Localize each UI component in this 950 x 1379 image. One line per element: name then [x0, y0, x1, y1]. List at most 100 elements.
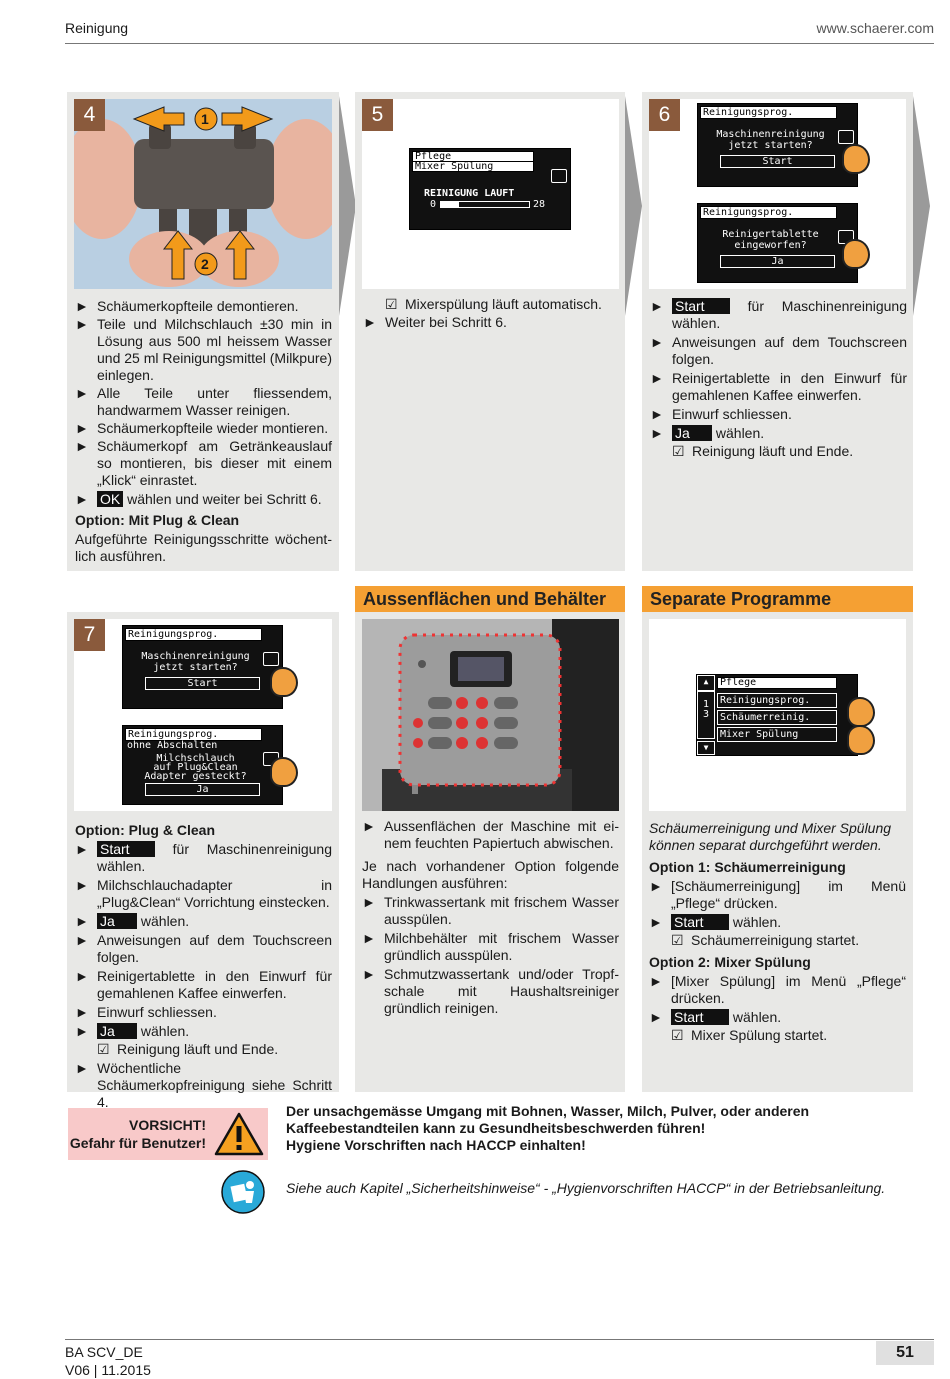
lcd-title: Pflege [717, 677, 837, 689]
lcd-start-button[interactable]: Start [145, 677, 260, 690]
lcd-screen-start: Reinigungsprog. Maschinenreinigung jetzt… [697, 103, 858, 187]
aussen-panel: ►Aussenflächen der Maschine mit ei­nem f… [355, 612, 625, 1092]
menu-item-reinigungsprog[interactable]: Reinigungsprog. [717, 693, 837, 708]
list-item: ►Schäumerkopf am Getränkeauslauf so mont… [75, 438, 332, 488]
progress-end: 28 [533, 199, 546, 210]
menu-item-mixer-spuelung[interactable]: Mixer Spülung [717, 727, 837, 742]
menu-list: Reinigungsprog. Schäumerreinig. Mixer Sp… [715, 691, 839, 744]
lcd-line: Maschinenreinigung [141, 651, 250, 662]
finger-icon [847, 697, 875, 727]
start-button-chip: Start [672, 298, 730, 314]
warning-subtitle: Gefahr für Benutzer! [69, 1135, 206, 1151]
progress-bar [440, 201, 530, 208]
header-section: Reinigung [65, 20, 129, 36]
ja-button-chip: Ja [97, 1023, 137, 1039]
header-divider [65, 43, 934, 44]
option-title: Option: Mit Plug & Clean [75, 512, 240, 528]
scroll-up-icon[interactable]: ▲ [697, 675, 715, 691]
finger-icon [847, 725, 875, 755]
list-item: ►Teile und Milchschlauch ±30 min in Lösu… [75, 316, 332, 383]
list-item: ►Trinkwassertank mit frischem Wasser aus… [362, 894, 619, 927]
separate-intro: Schäumerreinigung und Mixer Spülung könn… [649, 820, 892, 853]
step-4-panel: 4 1 2 ►Schäumerkopfteile demontieren. ►T… [67, 92, 339, 571]
lcd-subtitle: ohne Abschalten [127, 740, 218, 751]
menu-header: ▲ Pflege [697, 675, 857, 691]
list-item: ►Start wählen. [649, 914, 782, 930]
step-4-text: ►Schäumerkopfteile demontieren. ►Teile u… [75, 298, 332, 565]
lcd-line: Maschinenreinigung [716, 129, 825, 140]
lcd-status: REINIGUNG LAUFT [424, 188, 515, 199]
finger-icon [270, 667, 298, 697]
lcd-ja-button[interactable]: Ja [720, 255, 835, 268]
start-button-chip: Start [97, 841, 155, 857]
warning-text-line: Der unsachgemässe Umgang mit Bohnen, Was… [286, 1103, 810, 1136]
flow-arrow [339, 96, 356, 316]
lcd-line: Milchschlauch [156, 753, 235, 764]
menu-item-schaeumerreinigung[interactable]: Schäumerreinig. [717, 710, 837, 725]
step-5-panel: 5 Pflege Mixer Spülung REINIGUNG LAUFT 0… [355, 92, 625, 571]
step-5-image: 5 Pflege Mixer Spülung REINIGUNG LAUFT 0… [362, 99, 619, 289]
list-item: ►Aussenflächen der Maschine mit ei­nem f… [362, 818, 619, 851]
step-6-image: 6 Reinigungsprog. Maschinenreinigung jet… [649, 99, 906, 289]
list-item: ►Start wählen. [649, 1009, 782, 1025]
lcd-ja-button[interactable]: Ja [145, 783, 260, 796]
list-item: ►Reinigertablette in den Einwurf für ge­… [75, 968, 332, 1001]
header-website[interactable]: www.schaerer.com [816, 20, 934, 36]
finger-icon [842, 239, 870, 269]
flow-arrow [625, 96, 642, 316]
flow-arrow [913, 96, 930, 316]
finger-icon [842, 144, 870, 174]
lcd-title: Reinigungsprog. [125, 728, 262, 741]
coffee-machine-illustration [362, 619, 619, 811]
list-item: ►Schäumerkopfteile demontieren. [75, 298, 299, 314]
list-item: ►Wöchentliche Schäumerkopfreinigung sieh… [75, 1060, 332, 1110]
footer-document: BA SCV_DE [65, 1344, 143, 1360]
footer-version: V06 | 11.2015 [65, 1362, 151, 1378]
list-item: ►Milchschlauchadapter in „Plug&Clean“ Vo… [75, 877, 332, 910]
lcd-start-button[interactable]: Start [720, 155, 835, 168]
frother-head-illustration [74, 99, 332, 289]
step-5-text: ☑Mixerspülung läuft automatisch. ►Weiter… [363, 296, 620, 332]
warning-box: VORSICHT! Gefahr für Benutzer! [68, 1108, 268, 1160]
warning-title: VORSICHT! [129, 1117, 206, 1133]
step-7-number: 7 [74, 619, 105, 651]
list-item: ►Schmutzwassertank und/oder Tropf­schale… [362, 966, 619, 1016]
list-item: ►Ja wählen. [75, 913, 190, 929]
lcd-title: Reinigungsprog. [125, 628, 262, 641]
list-item: ►Milchbehälter mit frischem Wasser gründ… [362, 930, 619, 963]
step-7-panel: 7 Reinigungsprog. Maschinenreinigung jet… [67, 612, 339, 1110]
page-number: 51 [876, 1341, 934, 1365]
lcd-line: jetzt starten? [153, 662, 238, 673]
lcd-line: Reinigertablette [722, 229, 819, 240]
step-6-number: 6 [649, 99, 680, 131]
lcd-title: Reinigungsprog. [700, 206, 837, 219]
machine-image [362, 619, 619, 811]
list-item: ►[Mixer Spülung] im Menü „Pflege“ drü­ck… [649, 973, 906, 1006]
list-item: ►[Schäumerreinigung] im Menü „Pflege“ dr… [649, 878, 906, 911]
check-item: ☑Reinigung läuft und Ende. [672, 443, 854, 459]
step-6-panel: 6 Reinigungsprog. Maschinenreinigung jet… [642, 92, 913, 571]
list-item: ►Ja wählen. [650, 425, 765, 441]
start-button-chip: Start [671, 1009, 729, 1025]
warning-triangle-icon [214, 1112, 264, 1156]
section-title-aussen: Aussenflächen und Behälter [355, 586, 625, 612]
option-2-title: Option 2: Mixer Spülung [649, 954, 811, 970]
option-text: Aufgeführte Reinigungsschritte wöchent­l… [75, 531, 332, 564]
return-icon [551, 169, 567, 183]
lcd-line: Adapter gesteckt? [144, 771, 247, 782]
lcd-screen: Pflege Mixer Spülung REINIGUNG LAUFT 0 2… [409, 148, 571, 230]
scroll-down-icon[interactable]: ▼ [697, 741, 715, 755]
warning-text: Der unsachgemässe Umgang mit Bohnen, Was… [286, 1103, 936, 1154]
ja-button-chip: Ja [97, 913, 137, 929]
step-4-image: 4 1 2 [74, 99, 332, 289]
list-item: ►Alle Teile unter fliessendem, handwar­m… [75, 385, 332, 418]
image-label-2: 2 [201, 256, 209, 272]
list-item: ►Einwurf schliessen. [75, 1004, 217, 1020]
list-item: ►Anweisungen auf dem Touchscreen folgen. [75, 932, 332, 965]
